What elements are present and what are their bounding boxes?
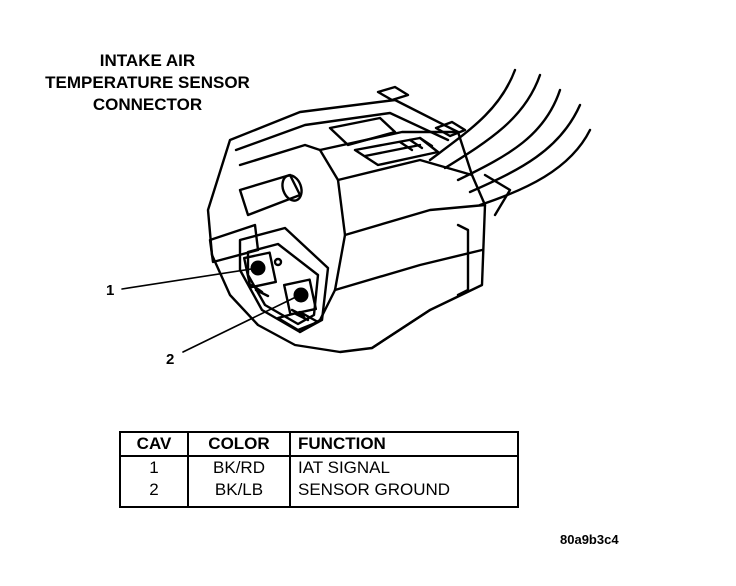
terminal-1 bbox=[250, 260, 266, 276]
pinout-table: CAV COLOR FUNCTION 1 BK/RD IAT SIGNAL 2 … bbox=[119, 431, 519, 508]
title-line-3: CONNECTOR bbox=[92, 95, 203, 114]
table-row: 2 BK/LB SENSOR GROUND bbox=[119, 479, 519, 507]
table-header-row: CAV COLOR FUNCTION bbox=[119, 431, 519, 457]
title-line-2: TEMPERATURE SENSOR bbox=[45, 73, 250, 92]
cell-function: SENSOR GROUND bbox=[289, 479, 519, 507]
cell-color: BK/RD bbox=[187, 456, 291, 479]
connector-wires bbox=[428, 68, 592, 217]
leader-line-2 bbox=[182, 294, 301, 353]
header-function: FUNCTION bbox=[289, 431, 519, 457]
title-line-1: INTAKE AIR bbox=[99, 51, 196, 70]
cell-cav: 2 bbox=[119, 479, 189, 507]
table-row: 1 BK/RD IAT SIGNAL bbox=[119, 456, 519, 479]
callout-2: 2 bbox=[166, 351, 175, 368]
callout-1: 1 bbox=[106, 282, 115, 299]
connector-face bbox=[238, 226, 330, 334]
header-color: COLOR bbox=[187, 431, 291, 457]
terminal-2 bbox=[293, 287, 309, 303]
leader-line-1 bbox=[121, 267, 259, 290]
cell-color: BK/LB bbox=[187, 479, 291, 507]
cell-function: IAT SIGNAL bbox=[289, 456, 519, 479]
connector-housing bbox=[206, 85, 487, 354]
cell-cav: 1 bbox=[119, 456, 189, 479]
diagram-title: INTAKE AIR TEMPERATURE SENSOR CONNECTOR bbox=[20, 50, 275, 116]
header-cav: CAV bbox=[119, 431, 189, 457]
figure-code: 80a9b3c4 bbox=[560, 532, 619, 547]
